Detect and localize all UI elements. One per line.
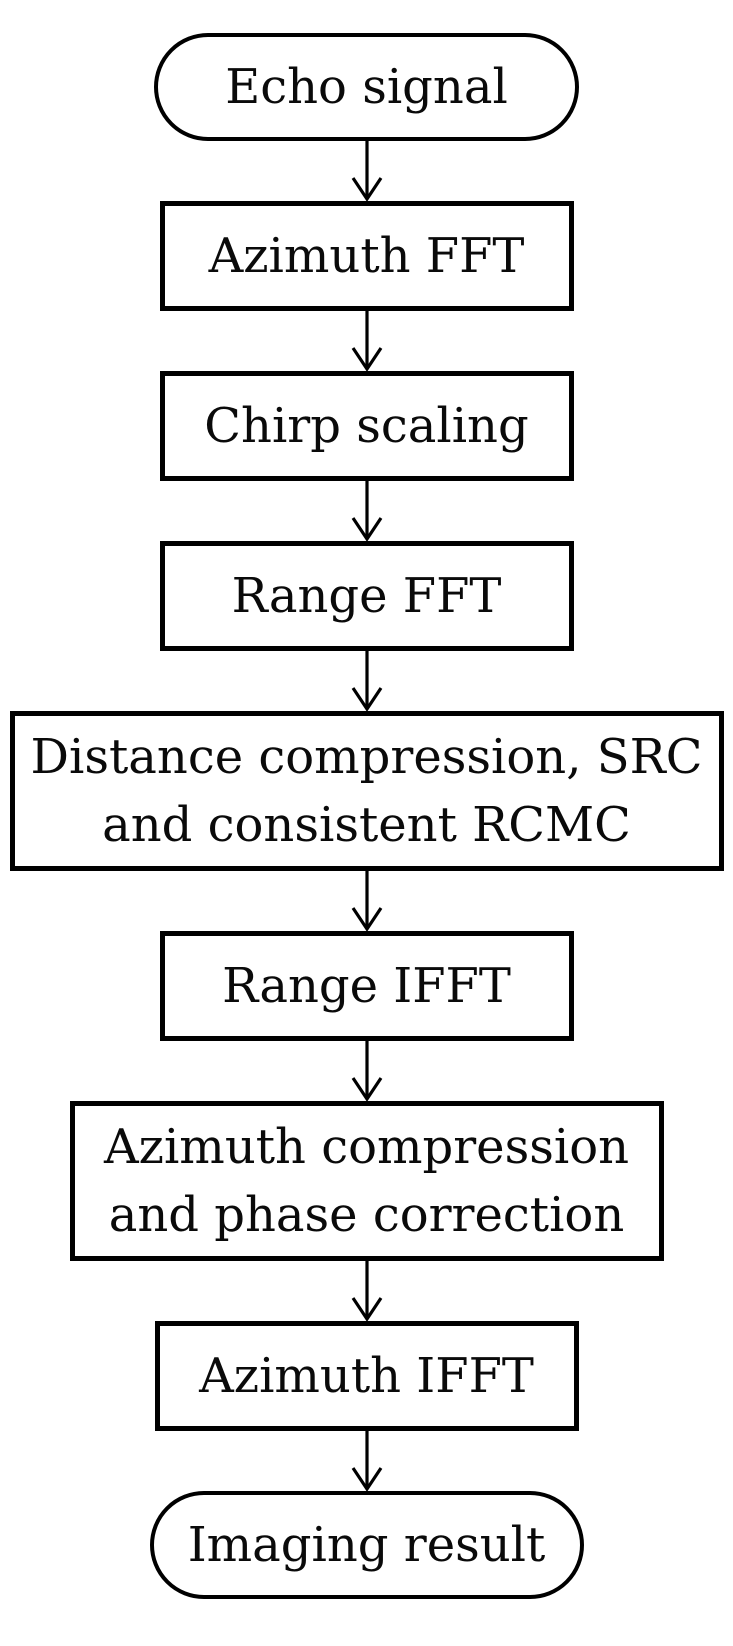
flow-node-range-fft: Range FFT: [159, 541, 574, 651]
node-label: Azimuth IFFT: [199, 1347, 534, 1404]
down-arrow-icon: [351, 481, 382, 541]
down-arrow-icon: [351, 311, 382, 371]
down-arrow-icon: [351, 651, 382, 711]
flow-node-azimuth-fft: Azimuth FFT: [159, 201, 574, 311]
down-arrow-icon: [351, 141, 382, 201]
flow-node-chirp-scaling: Chirp scaling: [159, 371, 574, 481]
down-arrow-icon: [351, 1041, 382, 1101]
node-label: Azimuth compression and phase correction: [104, 1118, 629, 1243]
flow-node-distance-compression-src-rcmc: Distance compression, SRC and consistent…: [9, 711, 724, 871]
down-arrow-icon: [351, 1261, 382, 1321]
flow-node-range-ifft: Range IFFT: [159, 931, 574, 1041]
node-label: Imaging result: [187, 1516, 546, 1573]
node-label: Distance compression, SRC and consistent…: [30, 728, 703, 853]
node-label: Echo signal: [225, 58, 508, 115]
down-arrow-icon: [351, 871, 382, 931]
node-label: Azimuth FFT: [208, 227, 525, 284]
node-label: Chirp scaling: [204, 397, 529, 454]
down-arrow-icon: [351, 1431, 382, 1491]
flow-node-azimuth-ifft: Azimuth IFFT: [154, 1321, 579, 1431]
flow-node-echo-signal: Echo signal: [154, 33, 579, 141]
node-label: Range IFFT: [222, 957, 511, 1014]
node-label: Range FFT: [231, 567, 502, 624]
flow-node-imaging-result: Imaging result: [149, 1491, 584, 1599]
flow-node-azimuth-compression-phase: Azimuth compression and phase correction: [69, 1101, 664, 1261]
